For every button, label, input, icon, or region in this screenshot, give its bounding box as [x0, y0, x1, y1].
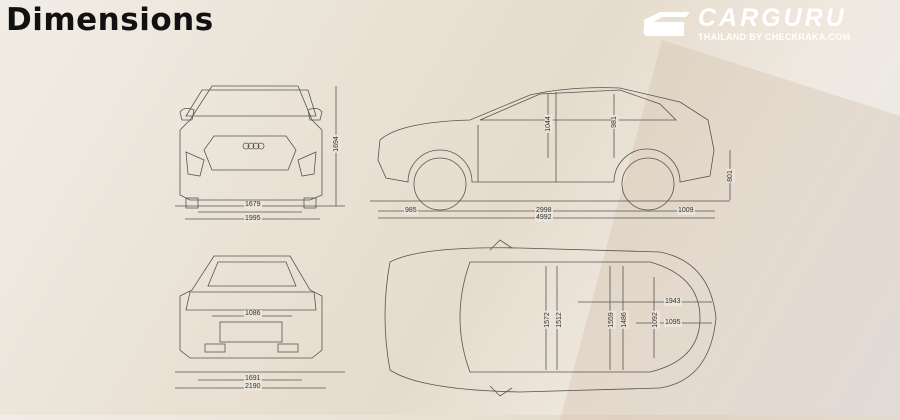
height-label: 1694 — [332, 135, 341, 153]
trunk-opening-label: 1092 — [651, 311, 660, 329]
front-overhang-label: 985 — [404, 207, 418, 215]
rear-shoulder-label: 1559 — [607, 311, 616, 329]
rear-view-drawing — [175, 255, 345, 389]
trunk-width-label: 1086 — [244, 310, 262, 318]
width-mirrors-label: 2190 — [244, 383, 262, 391]
front-width-label: 1995 — [244, 215, 262, 223]
front-track-label: 1679 — [244, 201, 262, 209]
logo-tagline: THAILAND BY CHECKRAKA.COM — [698, 32, 851, 42]
side-view-drawing — [370, 87, 731, 219]
front-elbow-label: 1512 — [555, 311, 564, 329]
loading-height-label: 801 — [726, 169, 735, 183]
page-title: Dimensions — [6, 2, 214, 38]
wheelbase-label: 2998 — [535, 207, 553, 215]
rear-overhang-label: 1009 — [677, 207, 695, 215]
logo-brand: CARGURU — [698, 4, 847, 32]
rear-headroom-label: 981 — [610, 115, 619, 129]
car-logo-icon — [643, 12, 690, 36]
trunk-length-label: 1095 — [664, 319, 682, 327]
length-label: 4992 — [535, 214, 553, 222]
top-view-drawing — [384, 239, 717, 397]
front-shoulder-label: 1572 — [543, 311, 552, 329]
rear-elbow-label: 1486 — [620, 311, 629, 329]
rear-track-label: 1691 — [244, 375, 262, 383]
carguru-logo: CARGURU THAILAND BY CHECKRAKA.COM — [640, 4, 895, 44]
front-headroom-label: 1044 — [544, 115, 553, 133]
front-view-drawing — [175, 85, 345, 220]
trunk-length-folded-label: 1943 — [664, 298, 682, 306]
